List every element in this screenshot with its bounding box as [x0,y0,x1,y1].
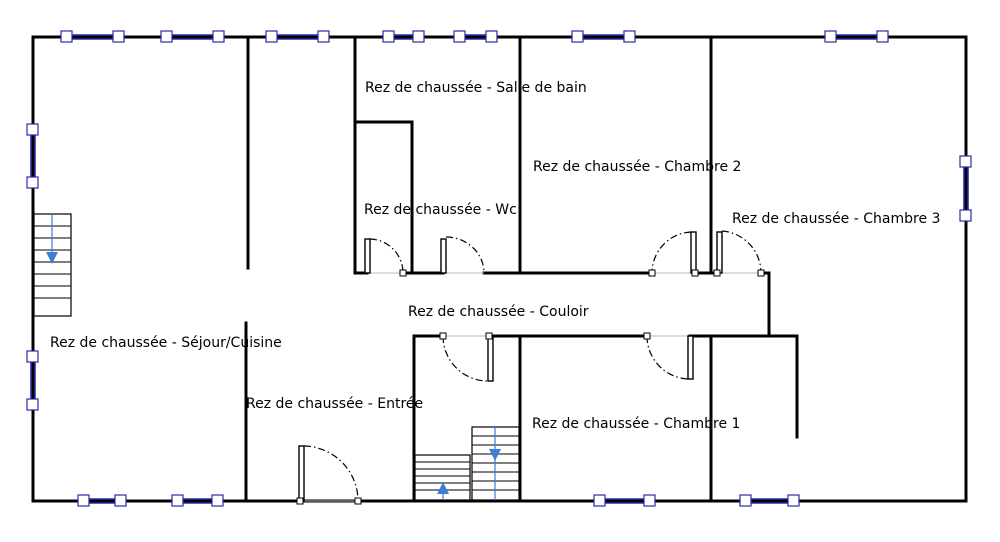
room-label-sejour-cuisine: Rez de chaussée - Séjour/Cuisine [50,335,282,351]
staircase-left [33,213,72,317]
door-salle-de-bain [440,236,485,274]
room-label-couloir: Rez de chaussée - Couloir [408,304,589,320]
window-bottom-3 [593,494,656,507]
window-bottom-2 [171,494,224,507]
interior-walls [244,35,799,503]
window-top-1 [60,30,125,43]
window-bottom-1 [77,494,127,507]
door-chambre-1 [643,332,694,380]
window-top-2 [160,30,225,43]
room-label-wc: Rez de chaussée - Wc [364,202,517,218]
door-wc [364,238,407,277]
window-top-5 [453,30,498,43]
door-chambre-2 [648,231,699,277]
window-left-2 [26,350,39,411]
room-label-chambre-2: Rez de chaussée - Chambre 2 [533,159,741,175]
staircase-entree-down [471,426,520,501]
stair-up-arrow-icon [437,482,449,494]
window-left-1 [26,123,39,189]
stair-down-arrow-icon [46,252,58,264]
room-label-chambre-1: Rez de chaussée - Chambre 1 [532,416,740,432]
staircase-entree-up [414,454,471,501]
window-top-6 [571,30,636,43]
window-top-7 [824,30,889,43]
window-bottom-4 [739,494,800,507]
window-right-1 [959,155,972,222]
stair-down-arrow-icon [489,449,501,461]
room-label-entree: Rez de chaussée - Entrée [246,396,423,412]
door-entree-bath [439,332,494,382]
room-label-chambre-3: Rez de chaussée - Chambre 3 [732,211,940,227]
window-top-4 [382,30,425,43]
door-front-entrance [296,445,362,505]
room-label-salle-de-bain: Rez de chaussée - Salle de bain [365,80,587,96]
window-top-3 [265,30,330,43]
exterior-walls [31,35,968,503]
door-chambre-3 [713,230,765,277]
